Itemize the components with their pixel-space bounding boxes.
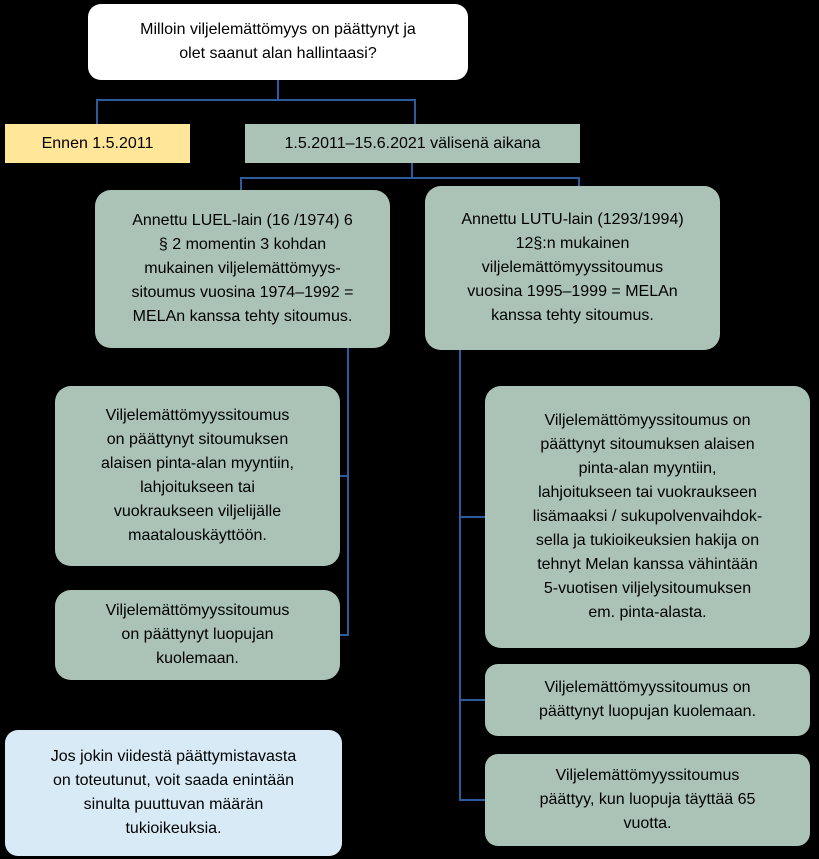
lutu-commitment-node: Annettu LUTU-lain (1293/1994) 12§:n muka… — [425, 186, 720, 350]
luel-ending-death-node: Viljelemättömyyssitoumus on päättynyt lu… — [55, 590, 340, 680]
note-box: Jos jokin viidestä päättymistavasta on t… — [5, 730, 342, 856]
connector-period-branch — [240, 177, 580, 179]
question-node: Milloin viljelemättömyys on päättynyt ja… — [88, 4, 468, 80]
connector-lutu-chain — [459, 350, 461, 800]
connector-to-before-box — [96, 99, 98, 125]
connector-lutu-ending-2 — [459, 699, 485, 701]
connector-lutu-ending-3 — [459, 799, 485, 801]
connector-to-luel-box — [240, 177, 242, 191]
connector-to-lutu-box — [578, 177, 580, 191]
connector-luel-ending-1 — [340, 475, 349, 477]
connector-to-period-box — [414, 99, 416, 125]
luel-ending-sale-node: Viljelemättömyyssitoumus on päättynyt si… — [55, 386, 340, 566]
connector-luel-chain — [347, 348, 349, 636]
connector-luel-ending-2 — [340, 634, 349, 636]
connector-period-down — [411, 163, 413, 178]
lutu-ending-sale-node: Viljelemättömyyssitoumus on päättynyt si… — [485, 386, 810, 648]
luel-commitment-node: Annettu LUEL-lain (16 /1974) 6 § 2 momen… — [95, 190, 390, 348]
period-2011-2021-node: 1.5.2011–15.6.2021 välisenä aikana — [245, 124, 580, 163]
connector-question-down — [277, 80, 279, 100]
connector-lutu-ending-1 — [459, 516, 485, 518]
lutu-ending-death-node: Viljelemättömyyssitoumus on päättynyt lu… — [485, 664, 810, 736]
before-2011-node: Ennen 1.5.2011 — [5, 124, 190, 163]
connector-question-branch — [96, 99, 416, 101]
lutu-ending-age-node: Viljelemättömyyssitoumus päättyy, kun lu… — [485, 754, 810, 846]
